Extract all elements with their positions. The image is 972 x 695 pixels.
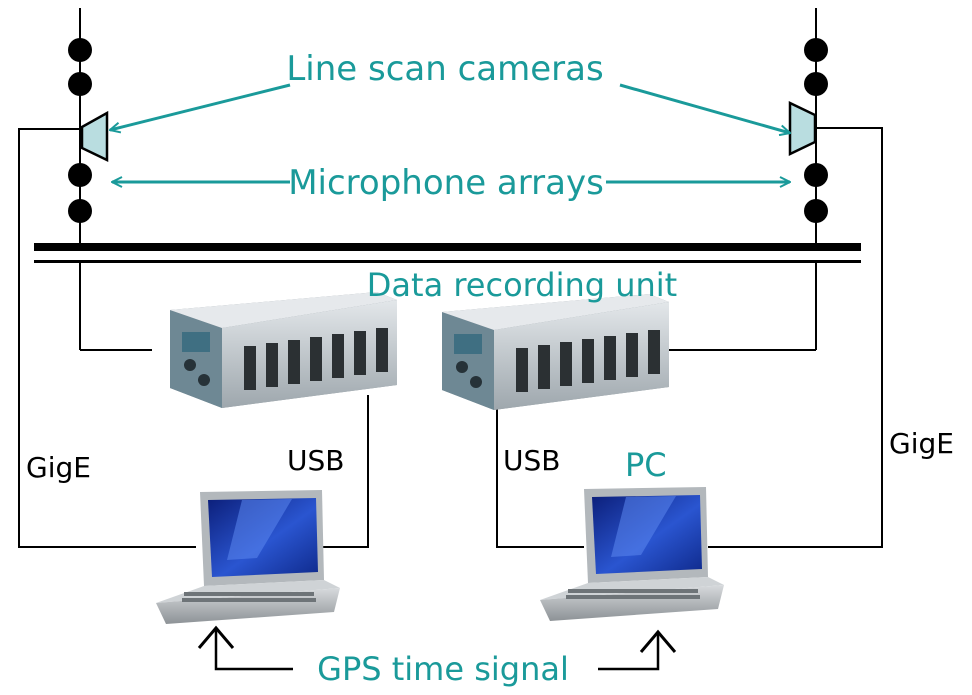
- microphone-arrays-label: Microphone arrays: [288, 163, 604, 203]
- microphone-dot-icon: [68, 38, 92, 62]
- usb-left-label: USB: [287, 444, 344, 477]
- rail-top: [34, 243, 861, 251]
- right-microphone-array: [804, 38, 828, 223]
- line-scan-camera-icon: [788, 101, 817, 156]
- data-recording-unit-label: Data recording unit: [367, 266, 677, 304]
- gps-arrow-icon: [197, 625, 293, 671]
- gps-arrow-icon: [598, 629, 677, 671]
- track: [34, 243, 861, 263]
- microphone-dot-icon: [804, 72, 828, 96]
- right-pole: [668, 8, 817, 351]
- microphone-dot-icon: [68, 199, 92, 223]
- line-scan-camera-icon: [80, 110, 109, 162]
- microphone-dot-icon: [68, 72, 92, 96]
- microphone-dot-icon: [804, 163, 828, 187]
- laptop-icon: [156, 490, 340, 624]
- rail-bottom: [34, 260, 861, 263]
- camera-arrow-left: [110, 83, 291, 130]
- gige-cable-right: [708, 127, 883, 548]
- usb-cable-left: [318, 395, 369, 548]
- gige-cable-left: [18, 128, 196, 548]
- microphone-dot-icon: [804, 38, 828, 62]
- gige-left-label: GigE: [26, 451, 91, 484]
- microphone-dot-icon: [804, 199, 828, 223]
- camera-arrow-right: [619, 83, 790, 133]
- laptop-icon: [540, 487, 724, 621]
- gps-time-signal-label: GPS time signal: [317, 650, 569, 688]
- data-acquisition-chassis-icon: [442, 294, 669, 410]
- data-acquisition-chassis-icon: [170, 292, 397, 408]
- left-microphone-array: [68, 38, 92, 223]
- usb-right-label: USB: [503, 444, 560, 477]
- line-scan-cameras-label: Line scan cameras: [286, 49, 603, 89]
- gige-right-label: GigE: [889, 427, 954, 460]
- microphone-dot-icon: [68, 163, 92, 187]
- pc-label: PC: [625, 446, 667, 484]
- usb-cable-right: [496, 392, 584, 548]
